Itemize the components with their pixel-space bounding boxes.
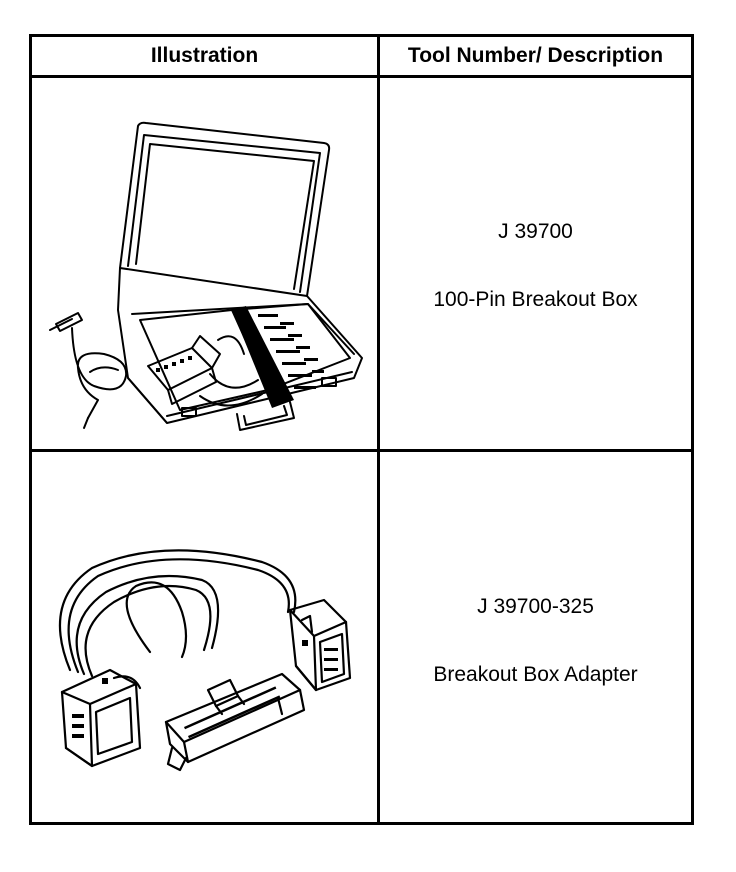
row-divider bbox=[32, 449, 691, 452]
breakout-box-case-icon bbox=[49, 121, 363, 431]
tool-number: J 39700 bbox=[498, 220, 573, 243]
column-divider bbox=[377, 37, 380, 822]
tool-description: 100-Pin Breakout Box bbox=[433, 288, 638, 311]
row-2-description: J 39700-325 Breakout Box Adapter bbox=[380, 452, 691, 822]
header-divider bbox=[32, 75, 691, 78]
tool-description: Breakout Box Adapter bbox=[433, 663, 638, 686]
row-1-description: J 39700 100-Pin Breakout Box bbox=[380, 78, 691, 449]
row-2-illustration bbox=[32, 452, 377, 822]
row-1-illustration bbox=[32, 78, 377, 449]
tool-table: Illustration Tool Number/ Description bbox=[29, 34, 694, 825]
adapter-harness-icon bbox=[58, 549, 352, 772]
header-tool-description: Tool Number/ Description bbox=[407, 44, 664, 67]
tool-number: J 39700-325 bbox=[477, 595, 594, 618]
header-illustration: Illustration bbox=[150, 44, 259, 67]
